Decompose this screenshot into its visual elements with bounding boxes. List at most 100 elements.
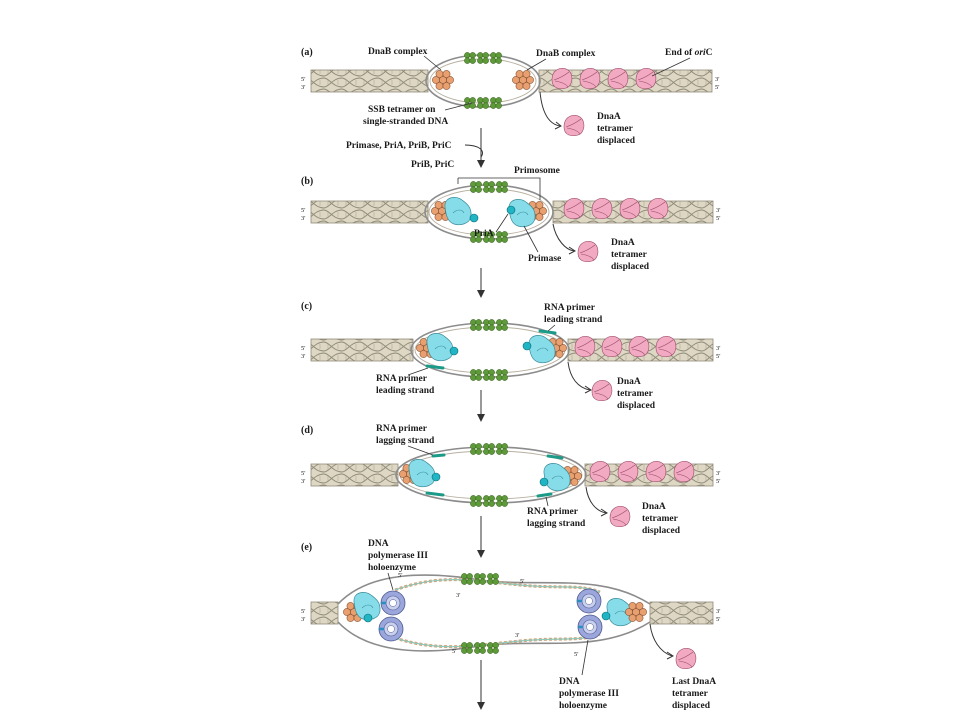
panel-label-a: (a) bbox=[301, 47, 313, 58]
dnaa-tetramer bbox=[591, 198, 613, 220]
dnaa-tetramer-displaced bbox=[577, 241, 599, 263]
strand-end-5-left: 5' bbox=[301, 76, 305, 83]
label-tetramer: tetramer bbox=[597, 124, 634, 134]
label-ssb-line1: SSB tetramer on bbox=[368, 105, 436, 115]
arrow-head bbox=[554, 121, 562, 130]
dnab-complex-left bbox=[432, 70, 454, 90]
label-last-dnaa: Last DnaA bbox=[672, 677, 716, 687]
strand-end-3-left: 3' bbox=[301, 616, 305, 623]
label-leading-strand-bottom: leading strand bbox=[376, 386, 435, 396]
label-step-proteins: Primase, PriA, PriB, PriC bbox=[346, 141, 452, 151]
label-rna-primer-top: RNA primer bbox=[544, 303, 596, 313]
dnaa-tetramer bbox=[619, 198, 641, 220]
strand-end-5-left: 5' bbox=[301, 470, 305, 477]
pria-right bbox=[539, 477, 549, 487]
strand-end-3-right: 3' bbox=[716, 345, 720, 352]
left-duplex bbox=[310, 601, 339, 625]
ssb-tetramers-top bbox=[461, 573, 498, 584]
label-rna-primer-bottom: RNA primer bbox=[527, 507, 579, 517]
dna-polymerase-iii-right-bottom bbox=[576, 613, 604, 641]
label-displaced: displaced bbox=[672, 701, 711, 711]
rna-primer-leading-right bbox=[546, 454, 564, 460]
ssb-tetramers-top bbox=[470, 319, 507, 330]
arrow-head bbox=[477, 414, 485, 422]
strand-end-5-left: 5' bbox=[301, 207, 305, 214]
leader-line bbox=[547, 324, 556, 332]
step-arrow-final bbox=[477, 660, 485, 710]
rna-primer-leading-left bbox=[425, 364, 445, 370]
arrow-head bbox=[568, 246, 576, 255]
label-rna-primer-bottom: RNA primer bbox=[376, 374, 428, 384]
primosome-bracket bbox=[457, 177, 541, 200]
dnaa-tetramer bbox=[635, 68, 657, 90]
arrow-head bbox=[477, 702, 485, 710]
strand-end-3-left: 3' bbox=[301, 84, 305, 91]
pria-right bbox=[601, 611, 611, 621]
ssb-tetramers-top bbox=[464, 52, 501, 63]
left-duplex bbox=[310, 463, 399, 487]
leader-line bbox=[523, 225, 539, 253]
rna-primer-leading-left bbox=[425, 491, 445, 497]
label-dnaa: DnaA bbox=[597, 112, 621, 122]
pria-left bbox=[431, 472, 441, 482]
ssb-tetramers-bottom bbox=[470, 369, 507, 380]
ssb-tetramers-bottom bbox=[470, 495, 507, 506]
label-primosome: Primosome bbox=[514, 166, 560, 176]
label-tetramer: tetramer bbox=[642, 514, 679, 524]
panel-label-c: (c) bbox=[301, 301, 312, 312]
dnaa-tetramer bbox=[601, 336, 623, 358]
pria-right bbox=[522, 341, 532, 351]
strand-end-5-right: 5' bbox=[716, 353, 720, 360]
displacement-arrow bbox=[567, 361, 591, 391]
label-tetramer: tetramer bbox=[611, 250, 648, 260]
leader-line bbox=[444, 102, 473, 111]
arrow-head bbox=[666, 651, 674, 660]
strand-end-5-left: 5' bbox=[301, 608, 305, 615]
panel-label-d: (d) bbox=[301, 425, 313, 436]
label-dnaa: DnaA bbox=[611, 238, 635, 248]
label-dna-bottom: DNA bbox=[559, 677, 580, 687]
arrow-head bbox=[584, 385, 592, 394]
label-step-pri: PriB, PriC bbox=[411, 160, 454, 170]
strand-end-label: 3' bbox=[456, 592, 460, 599]
rna-primer-leading-right bbox=[538, 329, 557, 335]
leader-line bbox=[387, 572, 394, 591]
displacement-arrow bbox=[649, 623, 673, 657]
label-holoenzyme-bottom: holoenzyme bbox=[559, 701, 607, 711]
step-arrow-bc bbox=[477, 268, 485, 298]
dnab-complex-right bbox=[512, 70, 534, 90]
leader-line bbox=[545, 496, 549, 507]
arrow-head bbox=[600, 508, 608, 517]
dnaa-tetramer bbox=[607, 68, 629, 90]
template-strand-top bbox=[394, 579, 601, 593]
dnaa-tetramer-displaced bbox=[563, 115, 585, 137]
label-dnaa: DnaA bbox=[642, 502, 666, 512]
strand-end-label: 5' bbox=[520, 578, 524, 585]
strand-end-5-right: 5' bbox=[715, 84, 719, 91]
label-displaced: displaced bbox=[642, 526, 681, 536]
strand-end-label: 5' bbox=[398, 572, 402, 579]
dna-polymerase-iii-left-top bbox=[379, 589, 407, 617]
strand-end-3-left: 3' bbox=[301, 478, 305, 485]
panel-label-b: (b) bbox=[301, 176, 313, 187]
ssb-tetramers-top bbox=[470, 181, 507, 192]
replication-bubble-inner bbox=[429, 58, 537, 104]
label-primase: Primase bbox=[528, 254, 561, 264]
label-displaced: displaced bbox=[611, 262, 650, 272]
strand-end-5-right: 5' bbox=[716, 215, 720, 222]
leader-line bbox=[526, 58, 547, 71]
pria-right bbox=[506, 205, 516, 215]
step-arrow-de bbox=[477, 516, 485, 558]
label-dnab-complex-left: DnaB complex bbox=[368, 47, 428, 57]
left-duplex bbox=[310, 338, 414, 362]
leader-line bbox=[651, 57, 691, 77]
dna-polymerase-iii-left-bottom bbox=[377, 615, 405, 643]
panel-c: (c) 5' 3' 3' 5' RNA primer leading stran… bbox=[301, 301, 720, 411]
left-duplex bbox=[310, 69, 429, 93]
strand-end-3-right: 3' bbox=[716, 608, 720, 615]
dnaa-tetramer-displaced bbox=[591, 380, 613, 402]
label-leading-strand-top: leading strand bbox=[544, 315, 603, 325]
label-polymerase-iii-top: polymerase III bbox=[368, 551, 428, 561]
leader-line bbox=[407, 445, 434, 456]
